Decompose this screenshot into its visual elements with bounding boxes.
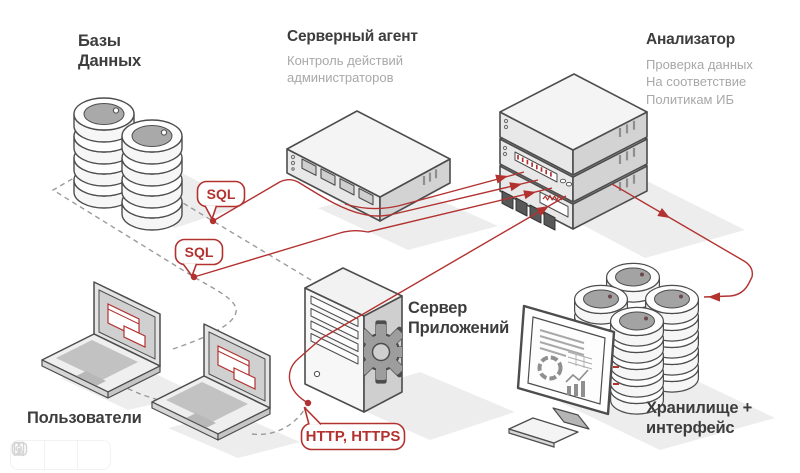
analyzer-waveform-display — [539, 191, 569, 218]
gear-icon — [364, 320, 402, 384]
flow-sqltap2-analyzer — [193, 187, 553, 278]
link-laptop2-appserver — [251, 406, 307, 436]
tap-dots — [190, 217, 312, 407]
http-tap-dot — [304, 399, 312, 407]
analyzer-title: Анализатор — [646, 31, 735, 48]
app-server-title: Сервер Приложений — [408, 299, 510, 338]
bubble-shapes — [174, 180, 406, 451]
flow-sqltap1-analyzer — [212, 179, 539, 222]
drive-bays — [310, 295, 359, 365]
flow-analyzer-storage — [611, 183, 754, 298]
analyzer-subtitle: Проверка данных На соответствие Политика… — [646, 57, 753, 107]
analyzer-vents — [618, 120, 636, 191]
server-agent-title: Серверный агент — [287, 28, 418, 45]
link-db-appserver — [167, 193, 332, 293]
monitor-icon — [516, 304, 616, 430]
switch-ports — [301, 158, 374, 206]
http-bubble-shape — [300, 422, 406, 451]
laptop-1 — [41, 281, 161, 399]
flow-httptap-analyzer — [288, 195, 567, 404]
users-title: Пользователи — [27, 409, 142, 427]
switch-leds — [290, 154, 296, 171]
http-bubble-tail — [303, 406, 322, 425]
sql-tap-dot-bottom — [190, 273, 198, 281]
link-db-users — [51, 169, 237, 351]
more-options-button[interactable] — [17, 441, 110, 469]
http-label: HTTP, HTTPS — [305, 427, 401, 445]
flow-agent-analyzer — [344, 171, 525, 210]
sql-tap-dot-top — [209, 217, 217, 225]
dashboard-graphics — [537, 329, 593, 397]
server-agent-subtitle: Контроль действий администраторов — [287, 53, 404, 86]
databases-icon — [73, 97, 183, 231]
switch-vents — [422, 169, 438, 185]
analyzer-ports — [501, 190, 556, 231]
databases-title: Базы Данных — [78, 32, 141, 71]
sql-label-top: SQL — [206, 185, 236, 202]
analyzer-rack-icon — [499, 73, 648, 231]
keyboard-icon — [508, 417, 579, 448]
kebab-menu-icon — [17, 442, 21, 456]
sql-label-bottom: SQL — [184, 243, 214, 260]
image-hover-toolbar — [10, 440, 111, 470]
sql-bubble-top-shape — [196, 180, 246, 208]
analyzer-led-display — [514, 151, 573, 187]
power-button — [313, 370, 321, 378]
storage-disk-array-icon — [573, 262, 700, 415]
sql-bubble-bottom-shape — [174, 238, 224, 266]
image-search-button[interactable] — [11, 441, 77, 469]
analyzer-leds — [502, 118, 509, 157]
red-flow-lines — [193, 171, 754, 404]
app-server-icon — [304, 267, 403, 413]
storage-title: Хранилище + интерфейс — [646, 399, 753, 438]
